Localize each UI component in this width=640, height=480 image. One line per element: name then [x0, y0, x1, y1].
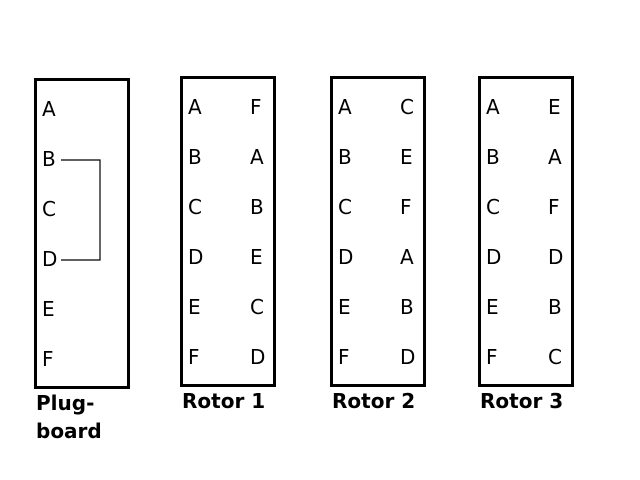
rotor-1-box	[180, 76, 276, 387]
rotor-2-left-b: B	[338, 145, 352, 169]
rotor-2-left-d: D	[338, 245, 353, 269]
plugboard-cable-b-d	[61, 159, 101, 261]
rotor-1-right-5: C	[250, 295, 264, 319]
plugboard-letter-e: E	[42, 297, 55, 321]
rotor-1-left-c: C	[188, 195, 202, 219]
plugboard-letter-d: D	[42, 247, 57, 271]
rotor-3-left-b: B	[486, 145, 500, 169]
rotor-1-left-d: D	[188, 245, 203, 269]
rotor-2-box	[330, 76, 426, 387]
rotor-1-left-e: E	[188, 295, 201, 319]
plugboard-label-line2: board	[36, 419, 102, 443]
rotor-3-left-d: D	[486, 245, 501, 269]
rotor-2-right-6: D	[400, 345, 415, 369]
rotor-2-left-e: E	[338, 295, 351, 319]
rotor-3-left-e: E	[486, 295, 499, 319]
rotor-3-right-4: D	[548, 245, 563, 269]
rotor-3-left-c: C	[486, 195, 500, 219]
rotor-1-label: Rotor 1	[182, 389, 265, 413]
rotor-1-right-4: E	[250, 245, 263, 269]
rotor-1-right-1: F	[250, 95, 262, 119]
rotor-1-right-2: A	[250, 145, 264, 169]
plugboard-label-line1: Plug-	[36, 391, 94, 415]
plugboard: A B C D E F Plug- board	[34, 78, 130, 443]
plugboard-box	[34, 78, 130, 389]
rotor-2-right-3: F	[400, 195, 412, 219]
rotor-2-right-1: C	[400, 95, 414, 119]
rotor-2-left-f: F	[338, 345, 350, 369]
rotor-3: A B C D E F E A F D B C Rotor 3	[478, 76, 574, 413]
rotor-3-right-5: B	[548, 295, 562, 319]
rotor-2-label: Rotor 2	[332, 389, 415, 413]
plugboard-letter-a: A	[42, 97, 56, 121]
plugboard-letter-b: B	[42, 147, 56, 171]
rotor-2-left-a: A	[338, 95, 352, 119]
rotor-1-right-6: D	[250, 345, 265, 369]
rotor-1: A B C D E F F A B E C D Rotor 1	[180, 76, 276, 413]
rotor-3-label: Rotor 3	[480, 389, 563, 413]
rotor-3-left-f: F	[486, 345, 498, 369]
rotor-2-right-2: E	[400, 145, 413, 169]
rotor-3-box	[478, 76, 574, 387]
plugboard-letter-f: F	[42, 347, 54, 371]
rotor-2-right-5: B	[400, 295, 414, 319]
rotor-3-right-2: A	[548, 145, 562, 169]
rotor-2-left-c: C	[338, 195, 352, 219]
rotor-1-left-b: B	[188, 145, 202, 169]
rotor-1-right-3: B	[250, 195, 264, 219]
rotor-3-right-6: C	[548, 345, 562, 369]
rotor-1-left-a: A	[188, 95, 202, 119]
rotor-2: A B C D E F C E F A B D Rotor 2	[330, 76, 426, 413]
plugboard-letter-c: C	[42, 197, 56, 221]
rotor-2-right-4: A	[400, 245, 414, 269]
rotor-3-right-1: E	[548, 95, 561, 119]
rotor-3-left-a: A	[486, 95, 500, 119]
rotor-1-left-f: F	[188, 345, 200, 369]
rotor-3-right-3: F	[548, 195, 560, 219]
